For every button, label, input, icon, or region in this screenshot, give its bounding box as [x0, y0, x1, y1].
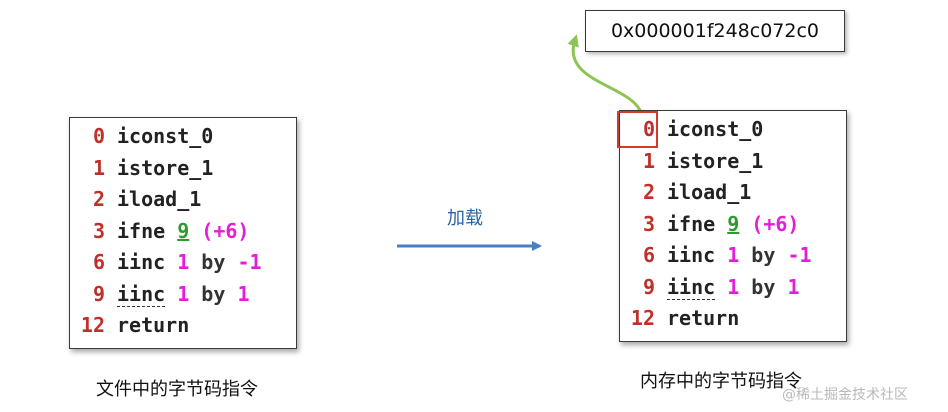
- address-pointer-arrow: [567, 34, 644, 119]
- bytecode-line: 3 ifne 9 (+6): [70, 216, 250, 247]
- bytecode-offset: 6: [92, 250, 105, 274]
- bytecode-line: 2 iload_1: [620, 177, 751, 208]
- bytecode-offset: 1: [92, 155, 105, 180]
- bytecode-token: iinc: [667, 274, 716, 300]
- bytecode-offset: 1: [642, 148, 655, 173]
- bytecode-token: iinc: [117, 281, 166, 307]
- bytecode-token: [715, 275, 727, 299]
- bytecode-line: 0 iconst_0: [70, 121, 213, 152]
- bytecode-offset: 2: [92, 187, 105, 211]
- bytecode-token: 1: [177, 250, 190, 274]
- bytecode-line: 12 return: [620, 303, 739, 334]
- bytecode-token: iload_1: [667, 180, 752, 204]
- bytecode-token: (+6): [739, 211, 800, 236]
- bytecode-token: 1: [237, 281, 250, 306]
- bytecode-token: -1: [237, 250, 262, 274]
- bytecode-line: 0 iconst_0: [617, 111, 764, 148]
- load-label: 加载: [447, 208, 483, 229]
- bytecode-token: 9: [177, 218, 190, 243]
- bytecode-token: ifne: [117, 218, 178, 243]
- bytecode-token: ifne: [667, 211, 728, 236]
- bytecode-token: by: [739, 274, 788, 299]
- bytecode-token: by: [739, 243, 788, 267]
- bytecode-offset: 9: [642, 274, 655, 299]
- bytecode-line: 6 iinc 1 by -1: [620, 240, 812, 271]
- highlighted-bytecode-offset: 0: [617, 111, 658, 148]
- bytecode-token: iload_1: [117, 187, 202, 211]
- bytecode-line: 3 ifne 9 (+6): [620, 209, 800, 240]
- bytecode-line: 1 istore_1: [70, 153, 213, 184]
- bytecode-offset: 2: [642, 180, 655, 204]
- bytecode-offset: 12: [80, 313, 105, 337]
- bytecode-token: return: [667, 306, 740, 330]
- bytecode-offset: 12: [630, 306, 655, 330]
- bytecode-token: iconst_0: [117, 124, 214, 148]
- bytecode-line: 6 iinc 1 by -1: [70, 247, 262, 278]
- bytecode-token: iinc: [117, 250, 178, 274]
- bytecode-token: by: [189, 250, 238, 274]
- bytecode-line: 9 iinc 1 by 1: [620, 272, 799, 303]
- watermark: @稀土掘金技术社区: [782, 387, 908, 403]
- bytecode-token: istore_1: [667, 148, 764, 173]
- bytecode-token: 1: [787, 274, 800, 299]
- bytecode-offset: 0: [92, 124, 105, 148]
- bytecode-line: 9 iinc 1 by 1: [70, 279, 249, 310]
- bytecode-token: istore_1: [117, 155, 214, 180]
- bytecode-token: iinc: [667, 243, 728, 267]
- bytecode-token: iconst_0: [667, 117, 764, 141]
- bytecode-offset: 9: [92, 281, 105, 306]
- bytecode-offset: 3: [642, 211, 655, 236]
- memory-address-box: 0x000001f248c072c0: [585, 10, 845, 52]
- bytecode-line: 1 istore_1: [620, 146, 763, 177]
- memory-bytecode-caption: 内存中的字节码指令: [640, 371, 802, 392]
- bytecode-token: 9: [727, 211, 740, 236]
- bytecode-token: 1: [727, 274, 740, 299]
- file-bytecode-caption: 文件中的字节码指令: [96, 379, 258, 400]
- bytecode-token: 1: [177, 281, 190, 306]
- bytecode-offset: 3: [92, 218, 105, 243]
- bytecode-token: [165, 282, 177, 306]
- bytecode-token: 1: [727, 243, 740, 267]
- bytecode-token: (+6): [189, 218, 250, 243]
- bytecode-offset: 6: [642, 243, 655, 267]
- bytecode-token: by: [189, 281, 238, 306]
- bytecode-line: 2 iload_1: [70, 184, 201, 215]
- bytecode-token: return: [117, 313, 190, 337]
- bytecode-token: -1: [787, 243, 812, 267]
- bytecode-line: 12 return: [70, 310, 189, 341]
